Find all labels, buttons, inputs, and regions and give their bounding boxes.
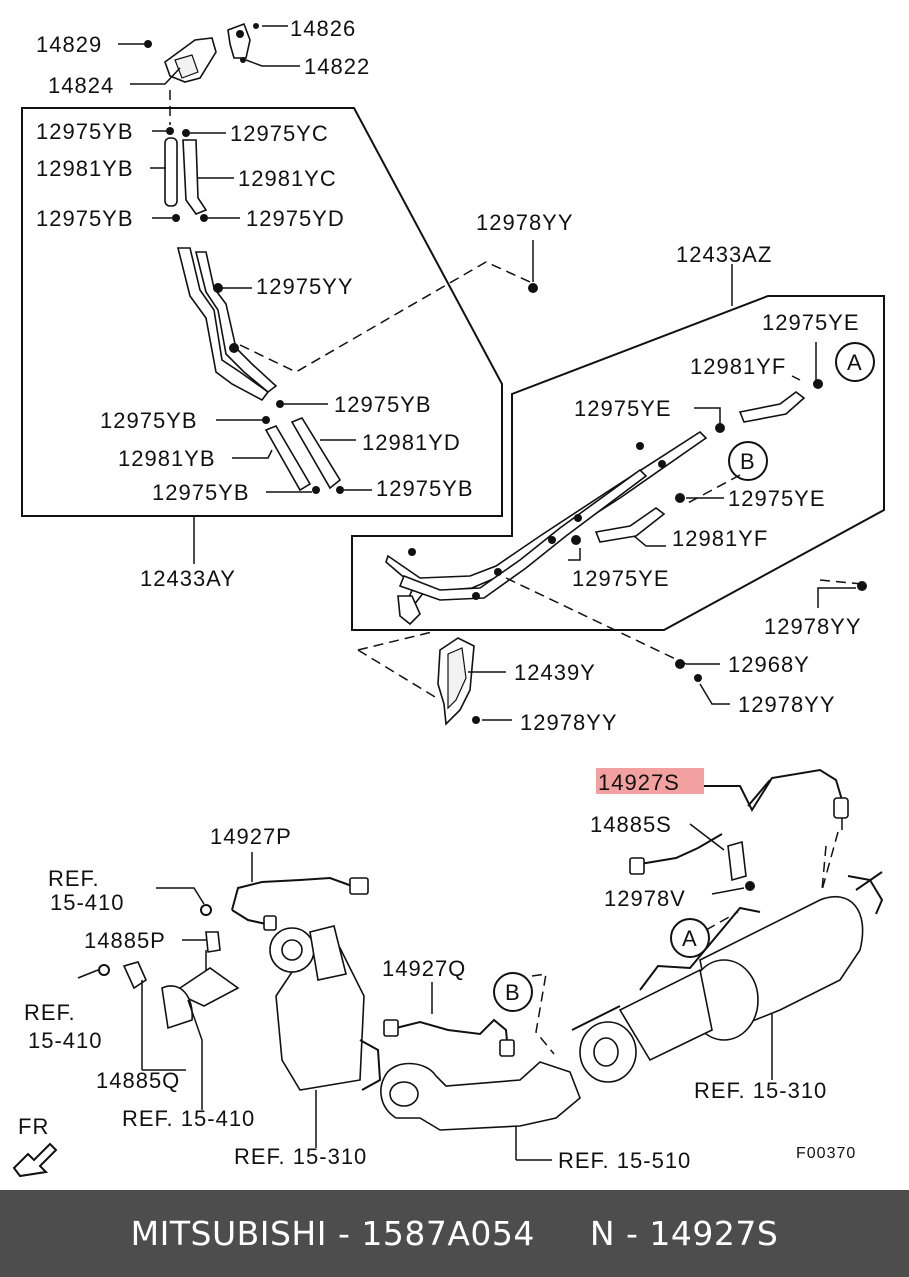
label-fr: FR <box>18 1114 49 1139</box>
bracket-assembly-top <box>118 22 300 125</box>
label-14885q: 14885Q <box>96 1068 180 1093</box>
label-ref-15-310-left: REF. 15-310 <box>234 1144 367 1169</box>
label-14829: 14829 <box>36 32 102 57</box>
label-12975yy-1: 12975YY <box>256 274 354 299</box>
callout-circle-a-top <box>835 342 875 382</box>
label-ref-a-line1: REF. <box>48 866 100 891</box>
footer-bar: MITSUBISHI - 1587A054 N - 14927S <box>0 1190 909 1277</box>
dashed-guide-b <box>685 474 741 505</box>
sensor-bracket-14885s <box>629 823 755 895</box>
label-12978yy-2: 12978YY <box>764 614 862 639</box>
label-ref-a-line2: 15-410 <box>50 890 125 915</box>
frame-12433ay <box>21 107 503 517</box>
sensor-14927p <box>231 852 369 931</box>
label-ref-b-line1: REF. <box>24 1000 76 1025</box>
label-14824: 14824 <box>48 73 114 98</box>
dashed-guide-12968y <box>505 577 687 665</box>
label-14885p: 14885P <box>84 928 166 953</box>
callout-b-top: B <box>740 449 756 474</box>
callout-circle-b-bottom <box>493 972 533 1012</box>
label-12978yy-4: 12978YY <box>738 692 836 717</box>
label-figure-code: F00370 <box>796 1145 856 1162</box>
label-ref-15-510: REF. 15-510 <box>558 1148 691 1173</box>
label-12975yb-2: 12975YB <box>36 206 134 231</box>
label-12968y: 12968Y <box>728 652 810 677</box>
label-12975ye-1: 12975YE <box>762 310 860 335</box>
label-14822: 14822 <box>304 54 370 79</box>
dashed-guide-12439y-b <box>357 649 441 701</box>
dashed-guide-12978yy-right <box>819 579 863 585</box>
vacuum-hoses-right <box>385 379 823 626</box>
label-12978yy-1: 12978YY <box>476 210 574 235</box>
label-14927p: 14927P <box>210 824 292 849</box>
label-12975yb-4: 12975YB <box>100 408 198 433</box>
sensor-14927q <box>383 982 515 1057</box>
callout-circle-b-top <box>728 441 768 481</box>
exhaust-parts-diagram: 14826 14829 14822 14824 <box>12 16 885 1178</box>
sensor-bracket-14885q <box>122 961 203 1110</box>
label-ref-b-line2: 15-410 <box>28 1028 103 1053</box>
highlight-14927s <box>596 768 704 794</box>
catalytic-converter <box>269 925 382 1148</box>
heat-shield-12439y <box>437 637 512 726</box>
label-14826: 14826 <box>290 16 356 41</box>
vacuum-hoses-left <box>164 127 344 494</box>
label-14927s: 14927S <box>598 770 680 795</box>
frame-12433az <box>351 295 885 631</box>
label-14885s: 14885S <box>590 812 672 837</box>
sensor-14927s <box>704 768 849 891</box>
label-12975yb-5: 12975YB <box>152 480 250 505</box>
label-12975ye-4: 12975YE <box>572 566 670 591</box>
label-12975yb-3: 12975YB <box>334 392 432 417</box>
callout-a-top: A <box>847 350 863 375</box>
front-direction-arrow <box>12 1142 58 1178</box>
callout-a-bottom: A <box>682 926 698 951</box>
label-12981yc: 12981YC <box>238 166 337 191</box>
bracket-14885p <box>161 931 240 1030</box>
dashed-guide-12439y-a <box>357 631 433 651</box>
leader-lines-right-box <box>568 342 856 608</box>
label-12433az: 12433AZ <box>676 242 772 267</box>
footer-part-info: MITSUBISHI - 1587A054 N - 14927S <box>130 1214 779 1253</box>
label-12978yy-3: 12978YY <box>520 710 618 735</box>
label-12978v: 12978V <box>604 886 686 911</box>
muffler-assembly <box>571 845 884 1083</box>
label-14927q: 14927Q <box>382 956 466 981</box>
label-12975ye-2: 12975YE <box>574 396 672 421</box>
label-12981yd: 12981YD <box>362 430 461 455</box>
label-ref-15-310-right: REF. 15-310 <box>694 1078 827 1103</box>
label-12981yb-2: 12981YB <box>118 446 216 471</box>
callout-circle-a-bottom <box>670 918 710 958</box>
label-12981yb-1: 12981YB <box>36 156 134 181</box>
label-12433ay: 12433AY <box>140 566 236 591</box>
callout-b-bottom: B <box>505 980 521 1005</box>
label-12439y: 12439Y <box>514 660 596 685</box>
label-12975yc: 12975YC <box>230 121 329 146</box>
dashed-guide-12978yy <box>239 261 531 373</box>
label-12975yb-1: 12975YB <box>36 119 134 144</box>
label-12975ye-3: 12975YE <box>728 486 826 511</box>
label-12981yf-2: 12981YF <box>672 526 768 551</box>
label-12981yf-1: 12981YF <box>690 354 786 379</box>
front-pipe <box>380 1061 581 1161</box>
leader-lines-left-box <box>150 130 372 564</box>
label-12975yd: 12975YD <box>246 206 345 231</box>
label-ref-15-410-bottom: REF. 15-410 <box>122 1106 255 1131</box>
label-12975yb-6: 12975YB <box>376 476 474 501</box>
